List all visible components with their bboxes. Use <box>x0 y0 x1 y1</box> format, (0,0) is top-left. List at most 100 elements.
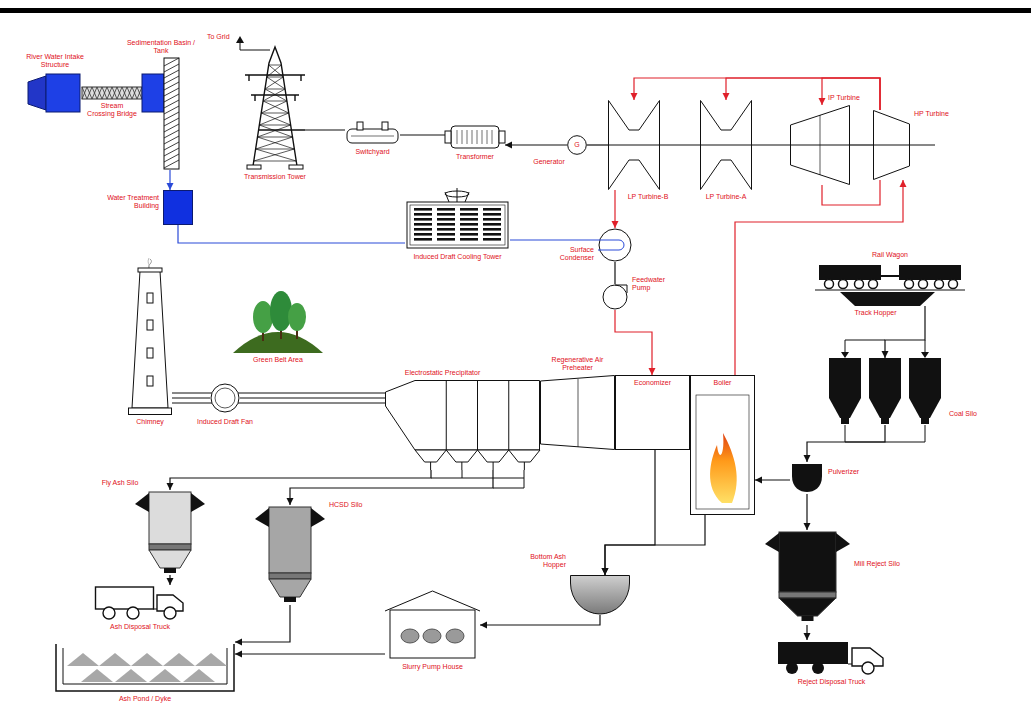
fan-drawing <box>210 383 240 413</box>
plant-component: GGenerator <box>567 135 587 155</box>
lp-drawing <box>700 100 752 190</box>
plant-component: Boiler <box>690 375 755 515</box>
flow-line <box>807 425 885 462</box>
coal-branch-arrowhead <box>841 352 849 358</box>
component-label: HP Turbine <box>914 110 949 118</box>
component-label: Economizer <box>634 379 671 387</box>
truckb-drawing <box>778 640 885 675</box>
component-label: HCSD Silo <box>329 501 362 509</box>
plant-component: Switchyard <box>345 120 400 145</box>
flow-line <box>822 180 880 205</box>
component-label: Rail Wagon <box>872 251 908 259</box>
plant-component: Rail Wagon <box>815 262 965 292</box>
ip-drawing <box>790 105 850 185</box>
plant-component: Economizer <box>615 375 690 450</box>
esp-drawing <box>385 380 540 470</box>
flow-line <box>169 170 170 190</box>
fsilo-drawing <box>135 490 205 575</box>
component-label: Water Treatment Building <box>89 194 159 210</box>
flow-line <box>505 144 567 145</box>
component-label: Pulverizer <box>828 468 859 476</box>
component-label: Track Hopper <box>854 309 896 317</box>
component-label: Bottom Ash Hopper <box>516 553 566 569</box>
flow-line <box>850 144 873 145</box>
plant-component: Induced Draft Cooling Tower <box>405 188 510 250</box>
switch-drawing <box>345 120 400 145</box>
green-drawing <box>233 283 323 353</box>
grid-arrowhead <box>236 36 244 43</box>
pond-drawing <box>55 636 235 692</box>
plant-component: Regenerative Air Preheater <box>540 375 615 450</box>
flow-line <box>752 144 790 145</box>
boiler-drawing <box>690 375 755 515</box>
component-label: Induced Draft Fan <box>197 418 253 426</box>
flow-line <box>735 180 903 375</box>
component-label: Sedimentation Basin / Tank <box>126 39 196 55</box>
component-label: IP Turbine <box>828 94 860 102</box>
plant-component: Reject Disposal Truck <box>778 640 885 675</box>
flow-line <box>235 605 290 642</box>
tower-drawing <box>245 45 305 170</box>
coal-branch-arrowhead <box>921 352 929 358</box>
esp-collection-lines <box>431 470 524 488</box>
bridge-drawing <box>82 87 142 99</box>
component-label: G <box>574 141 579 149</box>
component-label: Ash Disposal Truck <box>110 623 170 631</box>
component-label: River Water Intake Structure <box>20 53 90 69</box>
flow-line <box>605 515 705 575</box>
bah-drawing <box>570 575 630 615</box>
flow-line <box>510 239 598 240</box>
plant-component: Pulverizer <box>790 462 824 494</box>
flow-line <box>614 190 615 228</box>
component-label: Mill Reject Silo <box>854 560 900 568</box>
flow-line <box>614 262 615 284</box>
plant-component: Induced Draft Fan <box>210 383 240 413</box>
component-label: Slurry Pump House <box>402 663 463 671</box>
component-label: Transmission Tower <box>244 173 306 181</box>
component-label: Boiler <box>714 379 732 387</box>
header-rule <box>0 8 1031 13</box>
flow-line <box>240 397 385 398</box>
plant-component: Feedwater Pump <box>602 284 628 310</box>
plant-component: River Water Intake Structure <box>28 72 82 114</box>
plant-component: Electrostatic Precipitator <box>385 380 540 470</box>
plant-component: Ash Disposal Truck <box>95 585 185 620</box>
msilo-drawing <box>765 530 850 625</box>
plant-component: Water Treatment Building <box>163 190 193 225</box>
component-label: Fly Ash Silo <box>102 479 139 487</box>
plant-component: HP Turbine <box>873 110 910 180</box>
flow-line <box>400 134 445 135</box>
component-label: Feedwater Pump <box>632 276 672 292</box>
plant-component: HCSD Silo <box>255 505 325 605</box>
component-label: Green Belt Area <box>253 356 303 364</box>
chimney-drawing <box>128 258 172 415</box>
plant-component: Coal Silo <box>825 358 945 425</box>
grid-wire <box>240 42 270 50</box>
csilo-drawing <box>825 358 945 425</box>
flow-line <box>235 653 385 654</box>
component-label: Chimney <box>136 418 164 426</box>
flow-line <box>587 144 608 145</box>
plant-component: LP Turbine-A <box>700 100 752 190</box>
component-label: Stream Crossing Bridge <box>87 102 137 118</box>
plant-component: Green Belt Area <box>233 283 323 353</box>
pulv-drawing <box>790 462 824 494</box>
hp-drawing <box>873 110 910 180</box>
lp-drawing <box>608 100 660 190</box>
ct-drawing <box>405 188 510 250</box>
plant-component: Chimney <box>128 258 172 415</box>
aph-drawing <box>540 375 615 450</box>
flow-line <box>480 615 600 625</box>
flow-line <box>806 494 807 530</box>
wtb-drawing <box>163 190 193 225</box>
flow-line <box>615 310 652 375</box>
flow-line <box>305 129 345 130</box>
plant-component: Mill Reject Silo <box>765 530 850 625</box>
plant-component: Transmission Tower <box>245 45 305 170</box>
plant-component: Transformer <box>445 122 505 150</box>
free-label: To Grid <box>207 33 230 41</box>
plant-component: Stream Crossing Bridge <box>82 87 142 99</box>
flow-line <box>822 78 880 110</box>
plant-component: Sedimentation Basin / Tank <box>142 58 180 170</box>
flow-line <box>634 78 880 110</box>
